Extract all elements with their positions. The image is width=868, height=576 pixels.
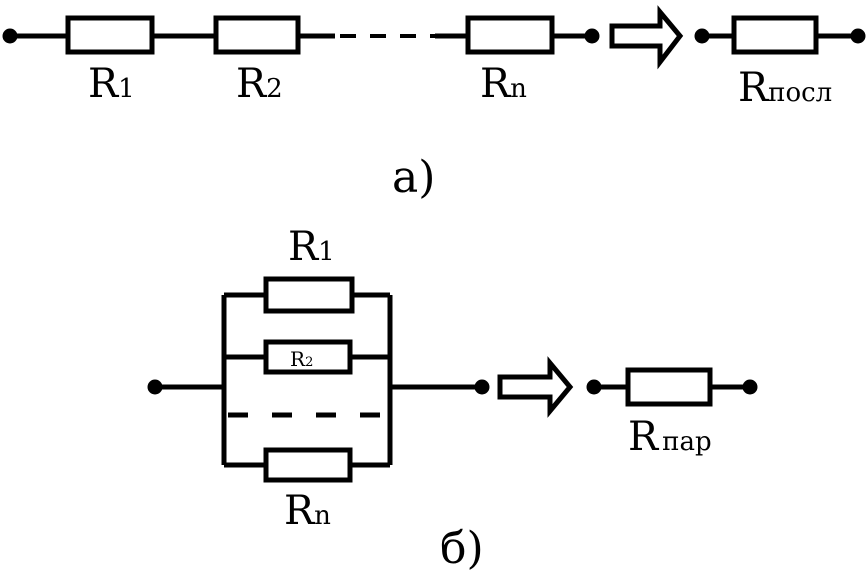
- parallel-circuit: [147, 276, 758, 483]
- label-rn-parallel: Rn: [284, 488, 331, 534]
- resistor-r2-parallel: [263, 339, 353, 375]
- right-arrow-icon: [497, 356, 574, 418]
- terminal-icon: [147, 379, 163, 395]
- caption-a: а): [392, 152, 435, 203]
- resistor-r1-parallel: [263, 276, 355, 314]
- label-r-equivalent-series: Rпосл: [738, 65, 832, 111]
- right-arrow-icon: [609, 5, 684, 70]
- label-r1-series: R1: [88, 61, 135, 107]
- terminal-icon: [742, 379, 758, 395]
- label-r1-parallel: R1: [288, 224, 335, 270]
- resistor-equivalent-parallel: [625, 367, 713, 407]
- caption-b: б): [440, 523, 484, 574]
- terminal-icon: [694, 28, 710, 44]
- label-r2-series: R2: [236, 61, 283, 107]
- resistor-rn-parallel: [263, 447, 353, 483]
- terminal-icon: [586, 379, 602, 395]
- resistor-equivalent-series: [731, 15, 819, 55]
- terminal-icon: [2, 28, 18, 44]
- resistor-r2: [213, 15, 301, 55]
- terminal-icon: [850, 28, 866, 44]
- series-circuit: [2, 5, 866, 70]
- terminal-icon: [584, 28, 600, 44]
- label-rn-series: Rn: [480, 61, 527, 107]
- resistor-r1: [65, 15, 155, 55]
- resistor-rn: [465, 15, 555, 55]
- label-r2-parallel: R2: [290, 347, 313, 371]
- terminal-icon: [474, 379, 490, 395]
